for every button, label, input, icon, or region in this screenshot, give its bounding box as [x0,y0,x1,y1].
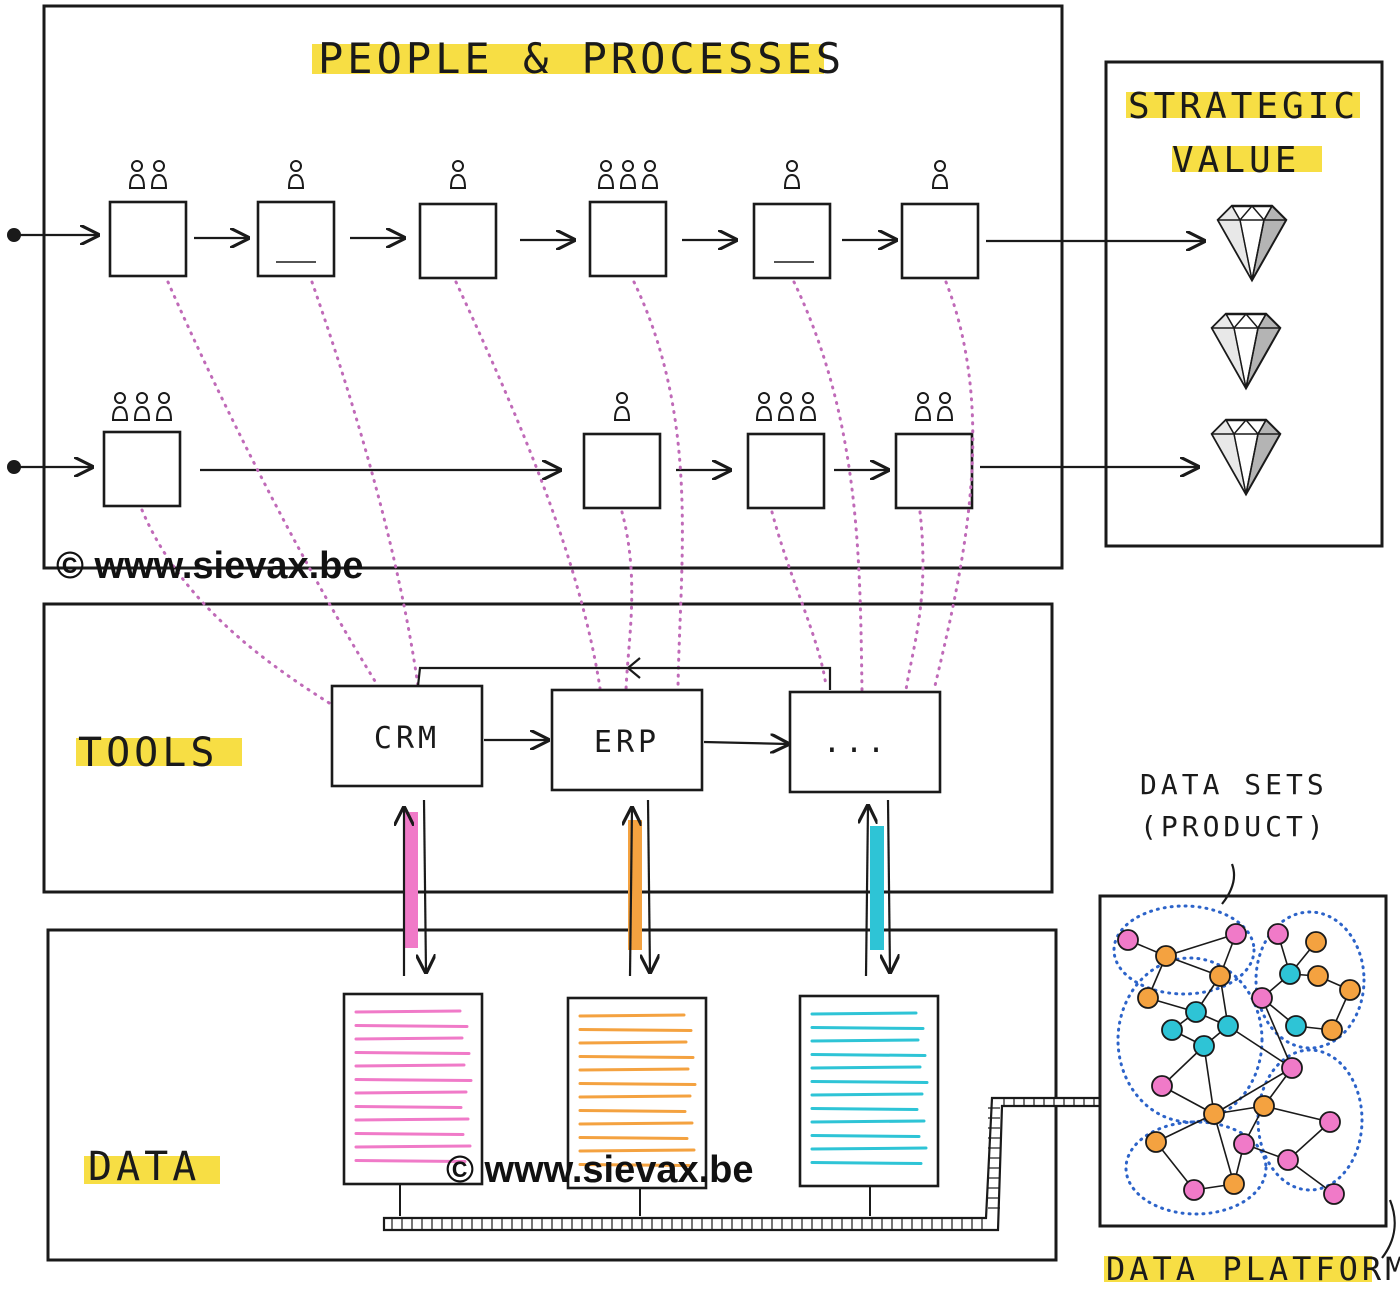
tool-crm [330,684,484,788]
other-data-lines [810,1011,929,1165]
datasets-label-line2: (PRODUCT) [1140,810,1328,843]
network-node [1319,1111,1341,1133]
process-step [894,432,974,510]
network-node [1321,1019,1343,1041]
process-row-2 [7,430,1198,510]
data-title: DATA [88,1144,200,1190]
arrow-icon [703,742,788,744]
datasets-pointer [1221,863,1236,905]
data-highlight [84,1156,220,1184]
strategic-title-line2: VALUE [1172,140,1300,181]
tool-other-label: ... [823,725,889,760]
strategic-highlight-2 [1172,146,1322,172]
process-step [108,200,188,278]
process-step [900,202,980,280]
erp-data-lines [578,1013,697,1167]
process-step [418,202,498,280]
network-node [1217,1015,1239,1037]
network-node [1223,1173,1245,1195]
tools-title: TOOLS [78,730,218,776]
process-step [256,200,336,278]
process-step [588,200,668,278]
network-nodes [1117,923,1361,1205]
tool-erp-label: ERP [594,725,660,760]
process-tool-links [140,280,975,708]
network-node [1117,929,1139,951]
watermark: © www.sievax.be [56,545,364,587]
network-node [1279,963,1301,985]
network-node [1281,1057,1303,1079]
tool-other [788,690,942,794]
feedback-loop [416,666,832,690]
network-node [1339,979,1361,1001]
network-node [1161,1019,1183,1041]
crm-color-band [404,812,418,948]
tools-highlight [76,738,242,766]
tool-crm-label: CRM [374,721,440,756]
process-step [752,202,832,280]
people-processes-highlight [312,44,824,74]
network-node [1225,923,1247,945]
start-point [7,460,21,474]
process-step [746,432,826,510]
data-platform-highlight [1104,1256,1372,1282]
data-platform-frame [1098,894,1388,1228]
network-node [1277,1149,1299,1171]
network-node [1307,965,1329,987]
network-node [1151,1075,1173,1097]
network-node [1185,1001,1207,1023]
network-node [1155,945,1177,967]
network-node [1137,987,1159,1009]
people-processes-title: PEOPLE & PROCESSES [318,34,845,83]
tool-data-connections [404,799,890,977]
network-node [1233,1133,1255,1155]
network-node [1251,987,1273,1009]
crm-data-lines [354,1009,473,1163]
strategic-title-line1: STRATEGIC [1128,86,1359,127]
network-node [1193,1035,1215,1057]
process-row-1 [7,200,1204,280]
network-node [1203,1103,1225,1125]
pipe-icon [382,1096,1116,1232]
process-step [582,432,662,510]
network-node [1145,1131,1167,1153]
network-node [1253,1095,1275,1117]
process-step [102,430,182,508]
watermark: © www.sievax.be [446,1149,754,1191]
datasets-label-line1: DATA SETS [1140,768,1328,801]
tool-erp [550,688,704,792]
document-icon [798,994,940,1188]
start-point [7,228,21,242]
network-node [1323,1183,1345,1205]
other-color-band [870,826,884,950]
network-node [1305,931,1327,953]
network-node [1267,923,1289,945]
network-node [1183,1179,1205,1201]
dataset-groups [1112,904,1366,1216]
data-platform-label: DATA PLATFORM [1106,1250,1400,1288]
strategic-highlight-1 [1126,92,1360,118]
network-node [1209,965,1231,987]
network-node [1285,1015,1307,1037]
